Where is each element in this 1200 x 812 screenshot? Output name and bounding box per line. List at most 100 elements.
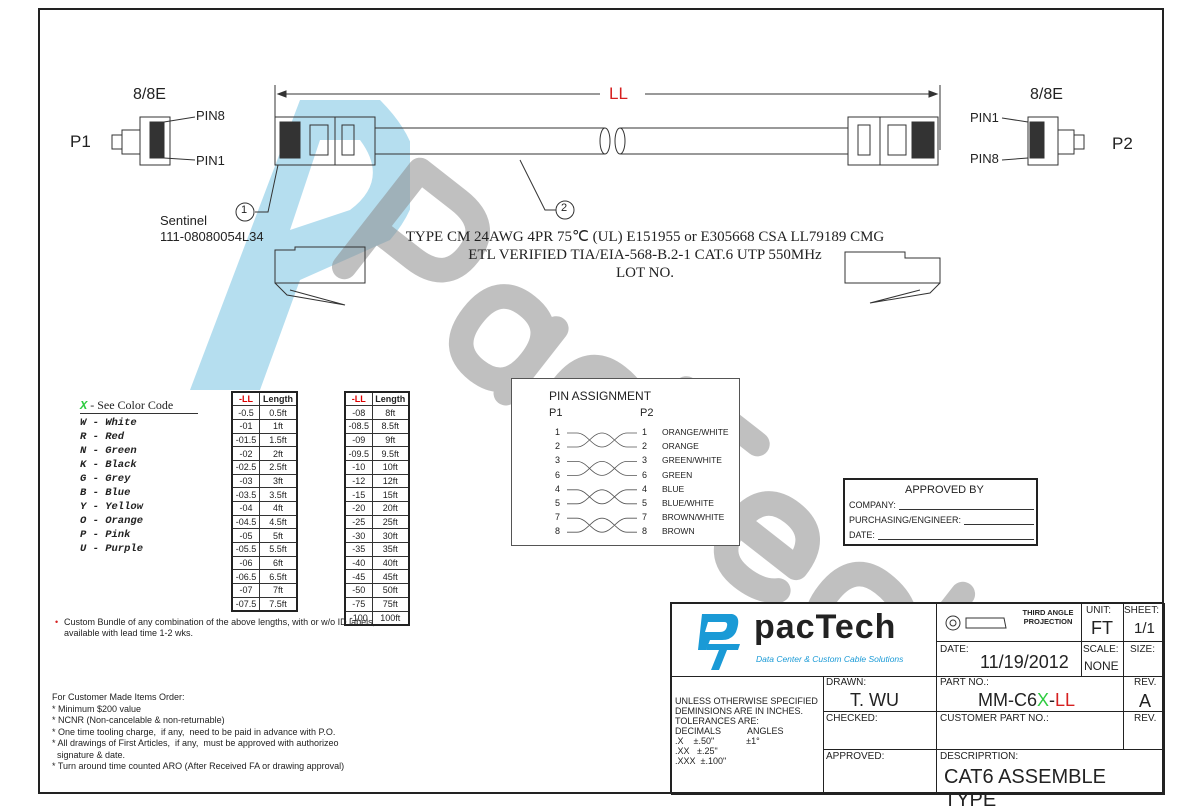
table-cell: -07.5	[231, 596, 260, 612]
table-cell: -50	[344, 583, 373, 598]
date-field[interactable]: DATE:	[849, 530, 1034, 540]
pin-p1-header: P1	[549, 407, 563, 419]
company-field[interactable]: COMPANY:	[849, 500, 1034, 510]
table-cell: -25	[344, 514, 373, 530]
part-no-label: PART NO.:	[940, 677, 989, 688]
table-cell: -10	[344, 459, 373, 475]
cable-spec-line: TYPE CM 24AWG 4PR 75℃ (UL) E151955 or E3…	[405, 229, 885, 245]
table-cell: 6.5ft	[258, 569, 298, 585]
table-cell: -06.5	[231, 569, 260, 585]
tolerances-note: UNLESS OTHERWISE SPECIFIED DEMINSIONS AR…	[675, 696, 818, 766]
table-cell: 100ft	[371, 610, 410, 626]
pin-p2-number: 4	[642, 483, 648, 494]
twisted-pair	[567, 432, 637, 448]
pin-p2-number: 3	[642, 455, 648, 466]
table-cell: -07	[231, 583, 260, 598]
drawn-label: DRAWN:	[826, 677, 867, 688]
twisted-pair-lines	[567, 432, 637, 533]
cable-spec: TYPE CM 24AWG 4PR 75℃ (UL) E151955 or E3…	[330, 228, 960, 282]
table-cell: -08	[344, 405, 373, 420]
column-header: Length	[371, 391, 410, 407]
approved-by-title: APPROVED BY	[905, 484, 984, 496]
table-cell: 2.5ft	[258, 459, 298, 475]
pin-color: BROWN	[662, 526, 695, 537]
table-cell: 6ft	[258, 555, 298, 571]
sheet-value: 1/1	[1134, 620, 1155, 637]
table-cell: 5.5ft	[258, 542, 298, 557]
color-code-legend: X - See Color Code W - White R - Red N -…	[80, 398, 198, 556]
table-cell: 35ft	[371, 542, 410, 557]
title-block: pacTech Data Center & Custom Cable Solut…	[670, 602, 1165, 811]
unit-label: UNIT:	[1086, 605, 1111, 616]
order-note: * One time tooling charge, if any, need …	[52, 726, 336, 737]
sentinel-label: Sentinel	[160, 213, 207, 228]
sheet-label: SHEET:	[1124, 605, 1160, 616]
table-cell: -75	[344, 596, 373, 612]
table-cell: 25ft	[371, 514, 410, 530]
table-cell: 15ft	[371, 487, 410, 502]
rev-label: REV.	[1134, 677, 1157, 688]
table-cell: 7ft	[258, 583, 298, 598]
table-cell: -04.5	[231, 514, 260, 530]
table-cell: 40ft	[371, 555, 410, 571]
order-note: * Minimum $200 value	[52, 703, 142, 714]
table-cell: 9ft	[371, 432, 410, 448]
color-code-header: X - See Color Code	[80, 398, 198, 414]
table-cell: -08.5	[344, 418, 373, 434]
p1-type-label: 8/8E	[133, 86, 166, 103]
color-code-item: R - Red	[80, 431, 125, 443]
watermark-p-logo	[150, 80, 418, 400]
color-code-item: N - Green	[80, 445, 137, 457]
twisted-pair	[567, 517, 637, 533]
table-cell: -40	[344, 555, 373, 571]
dimension-ll-label: LL	[606, 84, 631, 104]
table-cell: 50ft	[371, 583, 410, 598]
purchasing-engineer-field[interactable]: PURCHASING/ENGINEER:	[849, 515, 1034, 525]
table-cell: 4.5ft	[258, 514, 298, 530]
table-cell: 4ft	[258, 501, 298, 516]
unit-value: FT	[1091, 618, 1113, 638]
callout-1: 1	[241, 204, 248, 216]
table-cell: -12	[344, 473, 373, 489]
approved-by-box: APPROVED BY COMPANY: PURCHASING/ENGINEER…	[843, 478, 1038, 546]
twisted-pair	[567, 489, 637, 505]
color-code-item: U - Purple	[80, 543, 144, 555]
pin-p1-number: 2	[555, 441, 561, 452]
color-code-item: K - Black	[80, 459, 137, 471]
table-cell: 2ft	[258, 446, 298, 461]
table-cell: -01.5	[231, 432, 260, 448]
pin-p2-number: 2	[642, 441, 648, 452]
rev2-label: REV.	[1134, 713, 1157, 724]
pin-p1-number: 8	[555, 526, 561, 537]
pin-color: ORANGE/WHITE	[662, 427, 729, 437]
color-code-item: O - Orange	[80, 515, 144, 527]
order-notes: For Customer Made Items Order: * Minimum…	[52, 692, 344, 773]
table-cell: -02	[231, 446, 260, 461]
pin-color: BLUE	[662, 483, 685, 494]
pactech-logo-icon	[698, 614, 740, 670]
table-cell: 3ft	[258, 473, 298, 489]
table-cell: 12ft	[371, 473, 410, 489]
brand-name: pacTech	[754, 608, 897, 646]
table-cell: 10ft	[371, 459, 410, 475]
table-cell: 7.5ft	[258, 596, 298, 612]
table-cell: -30	[344, 528, 373, 544]
color-code-item: W - White	[80, 417, 137, 429]
